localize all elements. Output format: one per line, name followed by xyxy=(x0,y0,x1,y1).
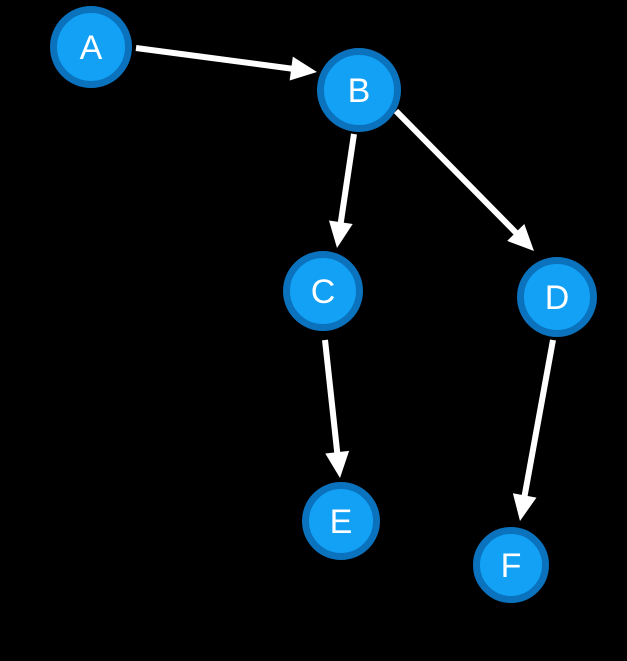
edge-shaft xyxy=(520,339,556,500)
node-circle[interactable] xyxy=(302,482,380,560)
node-d[interactable]: D xyxy=(517,257,597,337)
edge-shaft xyxy=(322,339,341,457)
node-label: F xyxy=(501,547,522,585)
edges-layer xyxy=(135,45,556,521)
node-a[interactable]: A xyxy=(50,6,132,88)
node-circle[interactable] xyxy=(283,251,363,331)
node-circle[interactable] xyxy=(473,527,549,603)
edge-shaft xyxy=(337,133,357,227)
arrowhead-icon xyxy=(289,56,317,81)
edge-d-to-f xyxy=(512,339,556,521)
arrowhead-icon xyxy=(325,450,350,478)
edge-shaft xyxy=(393,108,521,238)
node-label: E xyxy=(330,503,353,541)
node-label: D xyxy=(545,279,570,317)
arrowhead-icon xyxy=(507,224,534,251)
arrowhead-icon xyxy=(512,493,537,521)
node-c[interactable]: C xyxy=(283,251,363,331)
edge-a-to-b xyxy=(135,45,317,81)
node-b[interactable]: B xyxy=(317,48,401,132)
edge-b-to-c xyxy=(328,133,357,248)
node-e[interactable]: E xyxy=(302,482,380,560)
node-label: A xyxy=(80,29,103,67)
node-circle[interactable] xyxy=(517,257,597,337)
node-label: B xyxy=(348,72,371,110)
node-circle[interactable] xyxy=(50,6,132,88)
edge-c-to-e xyxy=(322,339,350,478)
edge-b-to-d xyxy=(393,108,534,251)
arrowhead-icon xyxy=(328,220,353,248)
edge-shaft xyxy=(135,45,296,73)
nodes-layer: A B C D E F xyxy=(50,6,597,603)
node-circle[interactable] xyxy=(317,48,401,132)
node-label: C xyxy=(311,273,336,311)
node-f[interactable]: F xyxy=(473,527,549,603)
